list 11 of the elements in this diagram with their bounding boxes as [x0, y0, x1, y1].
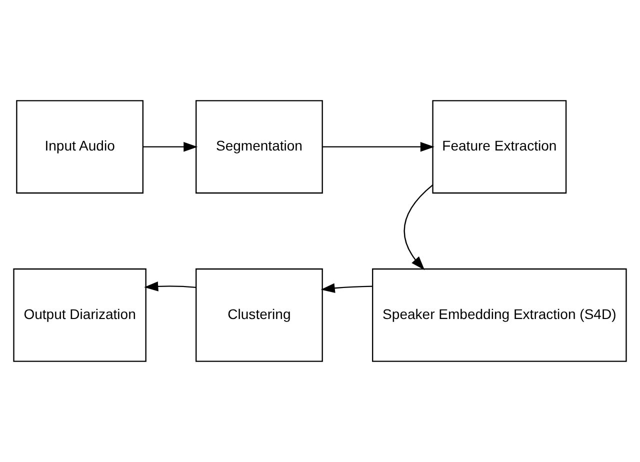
- arrow: [143, 142, 198, 152]
- arrow: [320, 283, 372, 293]
- node-box: Feature Extraction: [432, 100, 567, 194]
- arrow: [144, 282, 196, 292]
- node-box: Output Diarization: [13, 268, 146, 362]
- node-box: Speaker Embedding Extraction (S4D): [372, 268, 627, 362]
- arrow: [322, 142, 434, 152]
- node-box: Segmentation: [196, 100, 323, 194]
- node-box: Clustering: [196, 268, 323, 362]
- arrow: [404, 184, 434, 270]
- node-box: Input Audio: [16, 100, 144, 194]
